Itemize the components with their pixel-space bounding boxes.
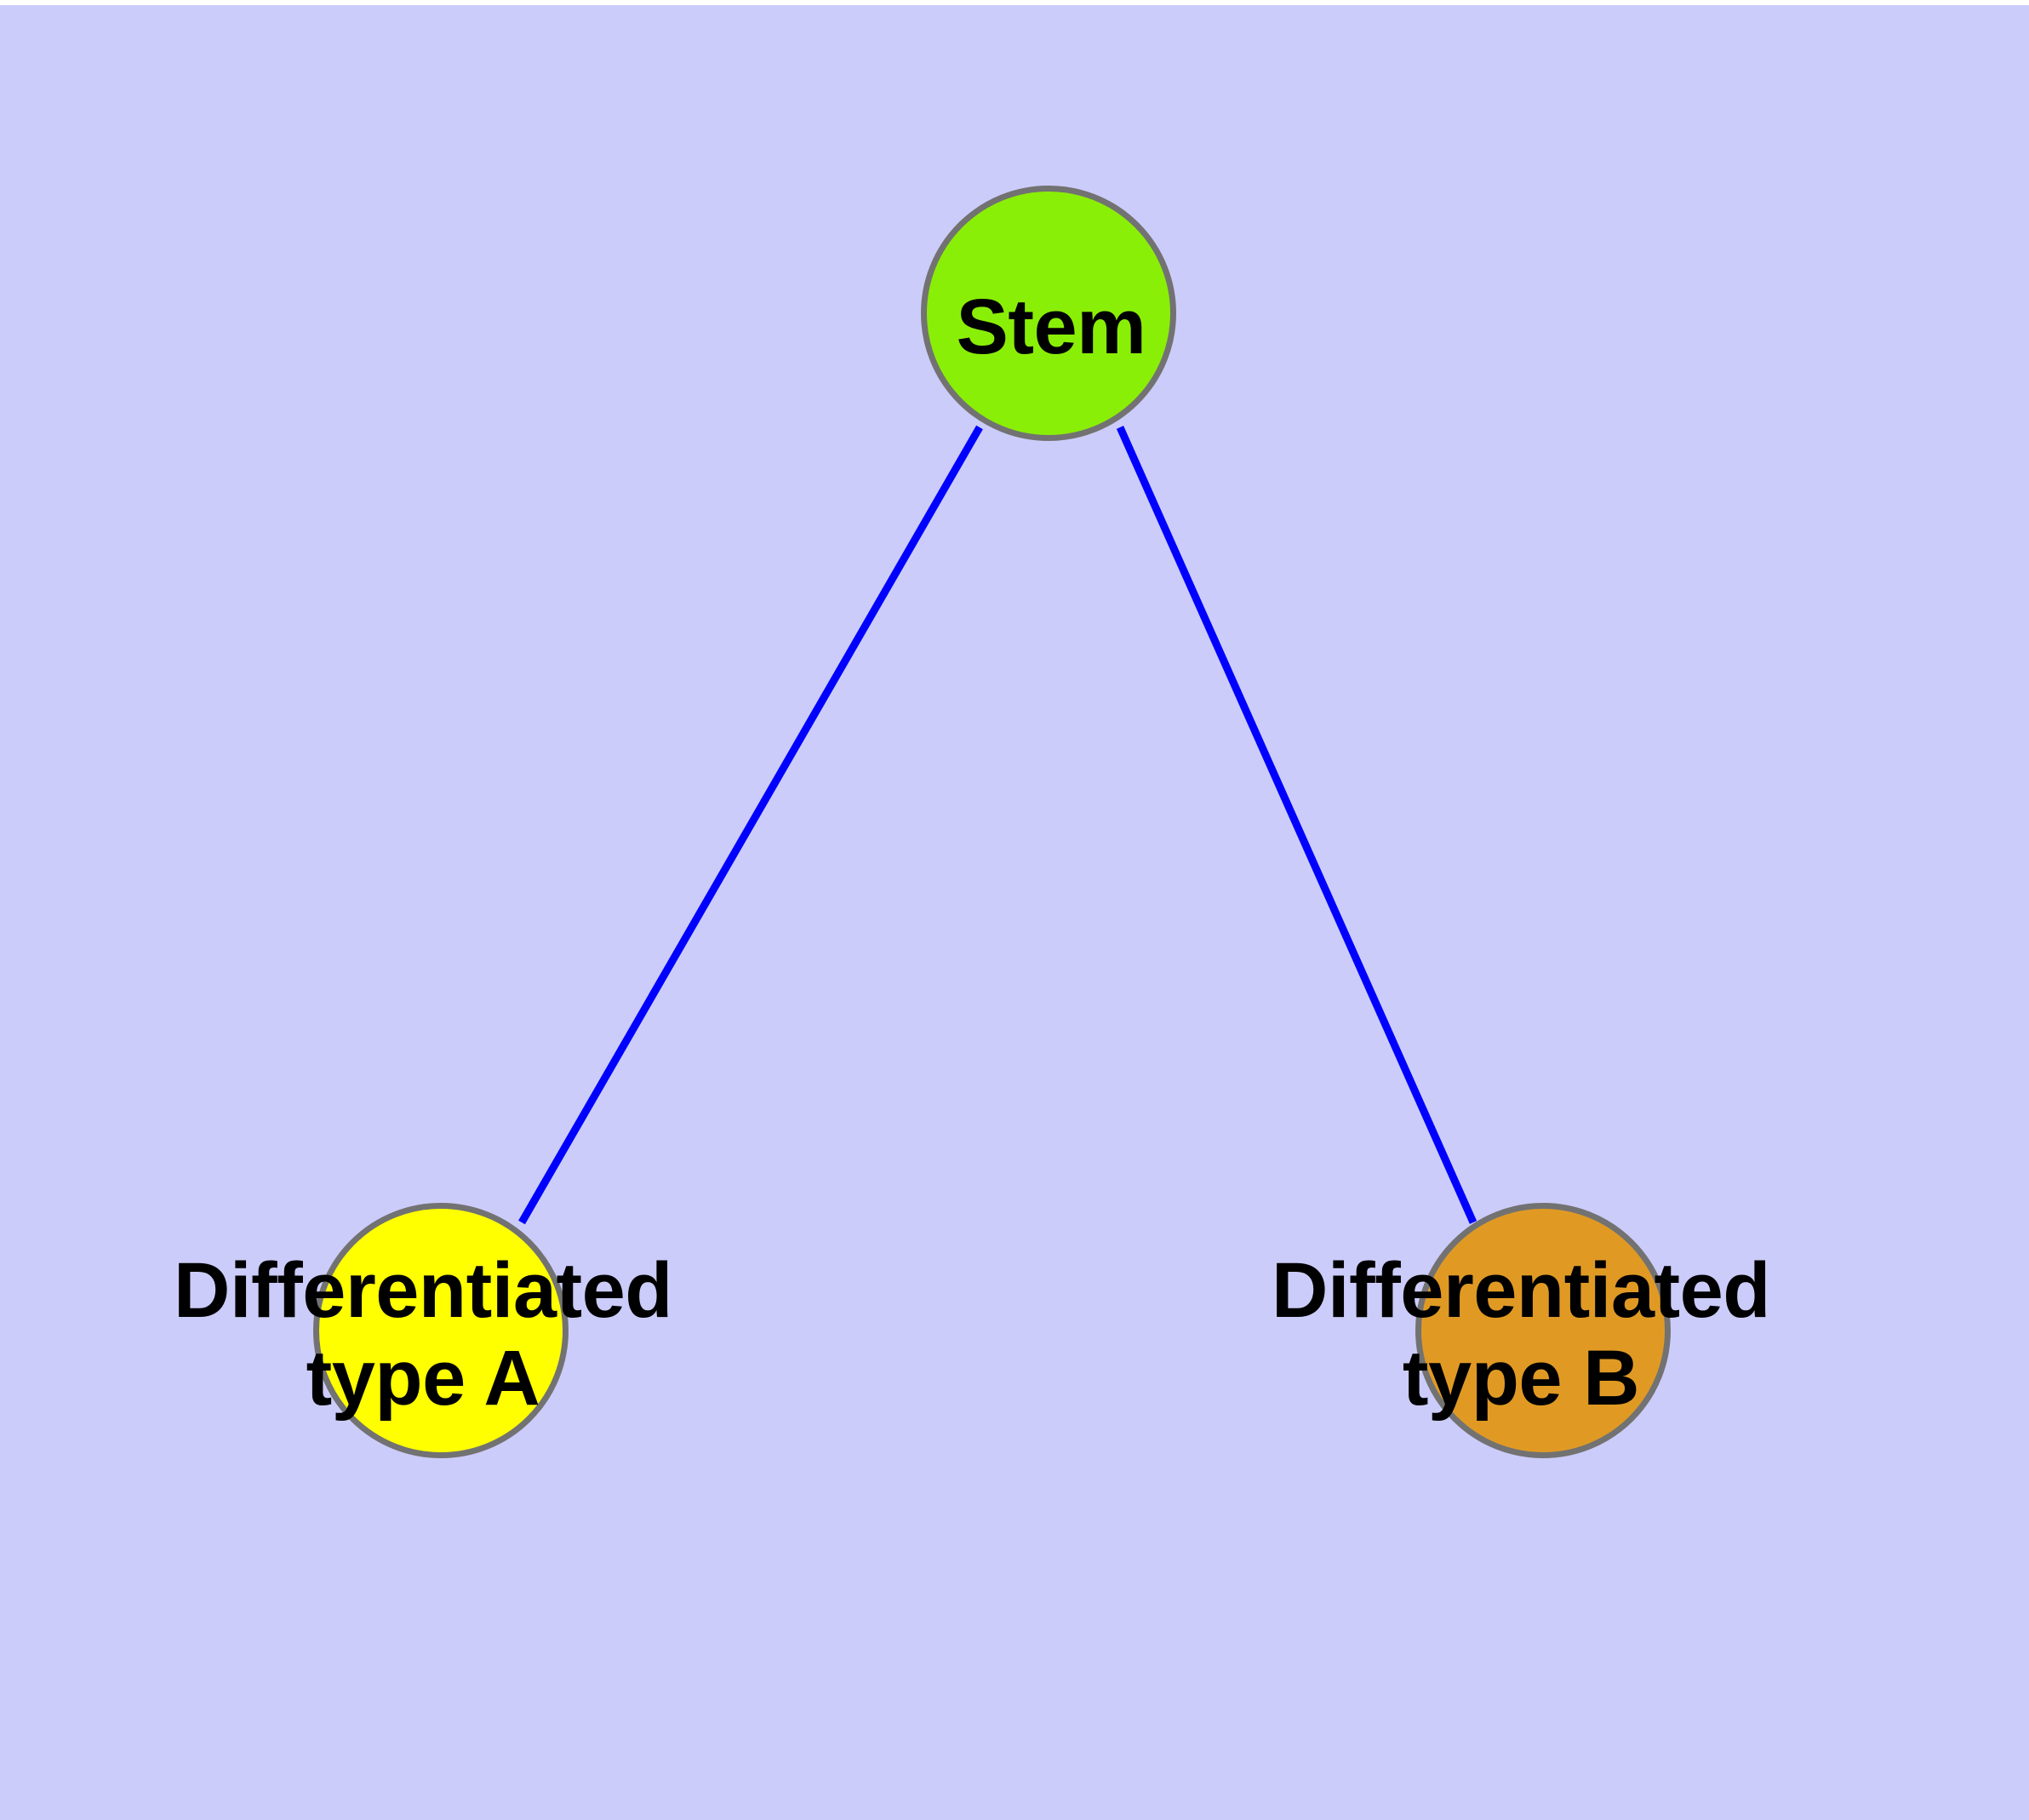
- node-differentiated-type-a[interactable]: [313, 1203, 569, 1458]
- edge-stem-to-differentiated-type-a: [518, 425, 983, 1225]
- node-stem[interactable]: [921, 186, 1176, 441]
- node-differentiated-type-b[interactable]: [1415, 1203, 1671, 1458]
- node-label-differentiated-type-b: Differentiated type B: [1272, 1247, 1770, 1422]
- node-label-stem: Stem: [956, 283, 1146, 370]
- edge-stem-to-differentiated-type-b: [1116, 426, 1477, 1224]
- edge-layer: [518, 425, 1477, 1225]
- graph-surface: Stem Differentiated type A Differentiate…: [0, 5, 2029, 1820]
- node-label-differentiated-type-a: Differentiated type A: [174, 1247, 672, 1422]
